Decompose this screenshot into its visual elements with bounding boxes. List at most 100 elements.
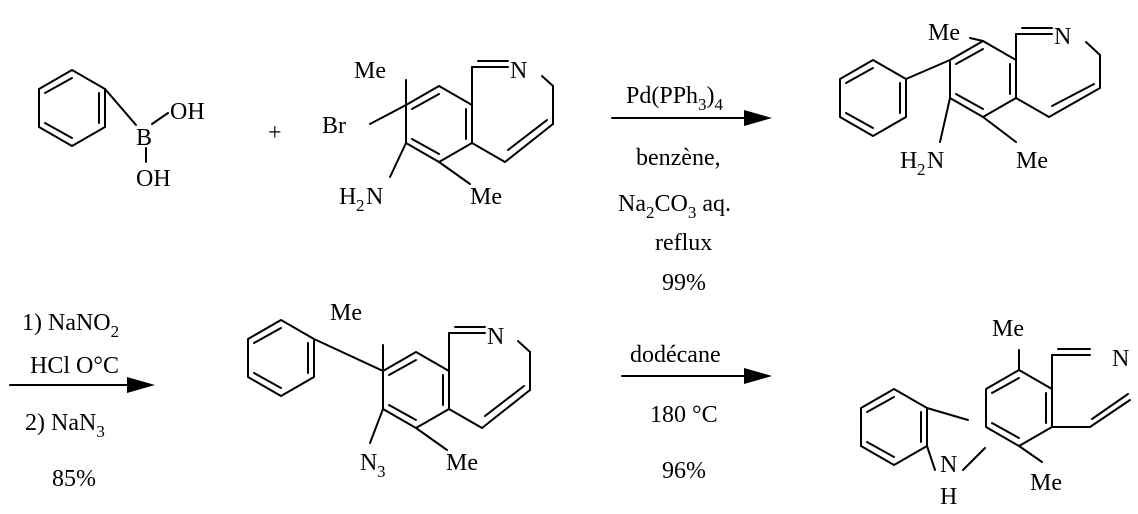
bond [517,340,531,353]
reagent-label: HCl O°C [30,353,119,379]
arrowhead-icon [744,368,772,384]
double-bond [484,385,525,417]
c-n-bond [389,142,407,178]
phenyl-ring [247,319,315,397]
double-bond [955,93,984,110]
indole-h-label: H [940,484,957,510]
double-bond [253,327,282,344]
solvent-label: dodécane [630,342,721,368]
amine-n-label: N [927,148,944,174]
yield-label: 96% [662,458,706,484]
double-bond [991,422,1020,439]
methyl-label: Me [470,184,502,210]
step1-arrow-group: Pd(PPh3)4 benzène, Na2CO3 aq. reflux 99% [611,83,772,296]
phenyl-amino-isoquinoline: Me N H 2 N Me [839,20,1101,179]
arrowhead-icon [127,377,155,393]
yield-label: 85% [52,466,96,492]
amine-h-label: H [339,184,356,210]
c-n-bond [939,97,951,143]
hydroxyl-label: OH [136,166,171,192]
methyl-label: Me [928,20,960,46]
benzo-ring [860,388,928,466]
bond [1085,41,1101,56]
central-ring [985,369,1053,447]
arrowhead-icon [744,110,772,126]
double-bond [1051,83,1095,107]
double-bond [845,67,874,84]
carbazole-product: Me N N H Me [860,316,1131,510]
double-bond [253,372,282,389]
double-bond [955,48,984,65]
step3-arrow-group: dodécane 180 °C 96% [621,342,772,484]
phenyl-ring [839,59,907,137]
double-bond [866,441,895,458]
reagent-label: 2) NaN3 [25,410,105,441]
bond [926,445,936,471]
bond [1015,97,1050,118]
double-bond [1091,393,1129,420]
methyl-label: Me [354,58,386,84]
bond [926,407,969,421]
bond [504,123,554,163]
methyl-bond [438,161,471,185]
double-bond [44,122,73,139]
azide-subscript: 3 [377,462,386,481]
boron-atom: B [136,125,152,151]
bond [962,447,986,471]
methyl-bond [969,37,984,42]
methyl-bond [982,116,1017,143]
methyl-label: Me [330,300,362,326]
double-bond [507,119,548,151]
plus-sign: + [268,120,282,146]
b-oh-bond [151,112,169,125]
bromine-label: Br [322,113,346,139]
nitrogen-label: N [487,324,504,350]
condition-label: reflux [655,230,712,256]
double-bond [411,93,440,110]
aryl-aryl-bond [905,59,951,80]
double-bond [845,112,874,129]
reagent-label: 1) NaNO2 [22,310,119,341]
double-bond [866,396,895,413]
bond [1089,399,1131,428]
base-label: Na2CO3 aq. [618,191,731,222]
bond [541,75,554,87]
azido-isoquinoline: Me N N 3 Me [247,300,531,481]
bond [471,142,506,163]
methyl-label: Me [446,450,478,476]
nitrogen-label: N [510,58,527,84]
double-bond [388,404,417,421]
azide-n-label: N [360,450,377,476]
bond [481,389,531,429]
amine-subscript: 2 [356,196,365,215]
hydroxyl-label: OH [170,99,205,125]
nitrogen-label: N [1054,24,1071,50]
yield-label: 99% [662,270,706,296]
solvent-label: benzène, [636,145,721,171]
c-b-bond [104,88,137,126]
double-bond [411,138,440,155]
temperature-label: 180 °C [650,402,718,428]
double-bond [44,77,73,94]
methyl-label: Me [992,316,1024,342]
benzo-ring [382,351,450,429]
catalyst-label: Pd(PPh3)4 [626,83,724,114]
indole-n-label: N [940,452,957,478]
methyl-bond [1018,445,1043,463]
amine-subscript: 2 [917,160,926,179]
bromo-amino-isoquinoline: Me N Br H 2 N Me [322,58,554,215]
step2-arrow-group: 1) NaNO2 HCl O°C 2) NaN3 85% [9,310,155,492]
c-br-bond [369,104,407,125]
bond [448,408,483,429]
c-n-bond [369,408,384,444]
nitrogen-label: N [1112,346,1129,372]
aryl-aryl-bond [313,338,384,372]
methyl-bond [415,427,448,451]
bond [1048,87,1101,118]
benzo-ring [405,85,473,163]
benzene-ring [38,69,106,147]
double-bond [388,359,417,376]
double-bond [991,377,1020,394]
